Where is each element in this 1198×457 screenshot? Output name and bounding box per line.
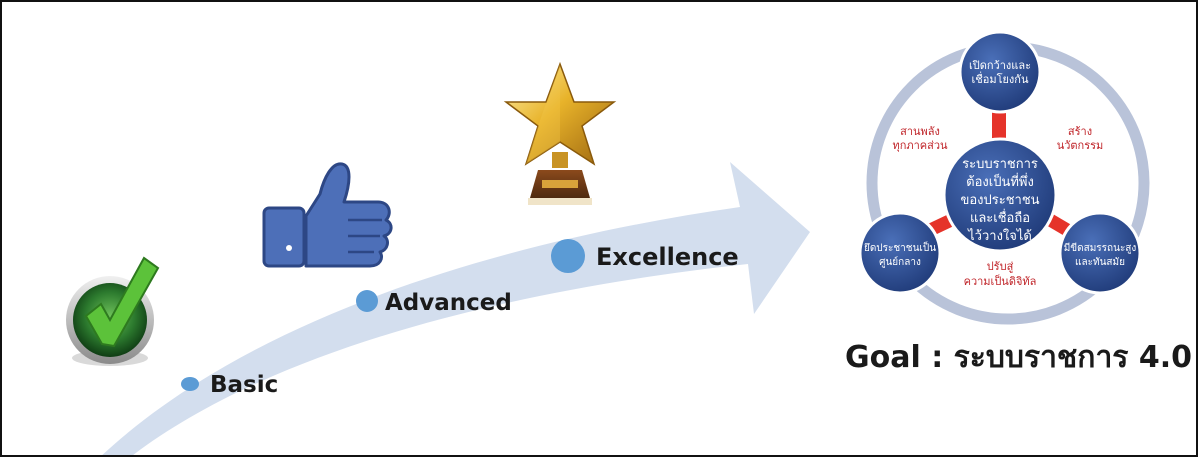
link-top-right-line-1: สร้าง — [1068, 125, 1092, 138]
checkmark-badge-icon — [66, 256, 160, 366]
stage-dot — [181, 377, 199, 391]
connector-top — [992, 110, 1006, 140]
node-right — [1058, 211, 1142, 295]
node-right-line-1: มีขีดสมรรถนะสูง — [1064, 242, 1137, 254]
center-line-5: ไว้วางใจได้ — [967, 228, 1032, 244]
thumbs-up-icon — [262, 162, 393, 268]
stage-label-basic: Basic — [210, 372, 278, 398]
node-top-line-2: เชื่อมโยงกัน — [972, 71, 1029, 86]
star-trophy-icon — [503, 61, 617, 205]
stage-label-advanced: Advanced — [385, 290, 512, 316]
node-left-line-2: ศูนย์กลาง — [879, 256, 921, 268]
goal-title: Goal : ระบบราชการ 4.0 — [845, 340, 1192, 375]
link-top-left-line-1: สานพลัง — [900, 125, 940, 138]
link-top-right-line-2: นวัตกรรม — [1057, 139, 1104, 152]
stage-label-excellence: Excellence — [596, 243, 739, 271]
center-line-3: ของประชาชน — [960, 193, 1039, 208]
center-line-1: ระบบราชการ — [962, 157, 1038, 172]
stage-basic: Basic — [181, 372, 278, 398]
node-left — [858, 211, 942, 295]
link-top-left-line-2: ทุกภาคส่วน — [892, 139, 948, 152]
progress-arrow — [102, 162, 810, 455]
stage-advanced: Advanced — [356, 290, 512, 316]
link-bottom-line-1: ปรับสู่ — [987, 260, 1014, 273]
node-top-line-1: เปิดกว้างและ — [969, 59, 1031, 72]
link-bottom-line-2: ความเป็นดิจิทัล — [964, 274, 1037, 288]
center-line-2: ต้องเป็นที่พึ่ง — [966, 172, 1034, 190]
center-node — [942, 137, 1058, 253]
goal-diagram: ระบบราชการ ต้องเป็นที่พึ่ง ของประชาชน แล… — [858, 30, 1150, 325]
node-left-line-1: ยึดประชาชนเป็น — [864, 240, 936, 254]
stage-dot — [356, 290, 378, 312]
stage-excellence: Excellence — [551, 239, 739, 273]
stage-dot — [551, 239, 585, 273]
node-top — [958, 30, 1042, 114]
node-right-line-2: และทันสมัย — [1075, 257, 1125, 268]
center-line-4: และเชื่อถือ — [970, 209, 1030, 226]
